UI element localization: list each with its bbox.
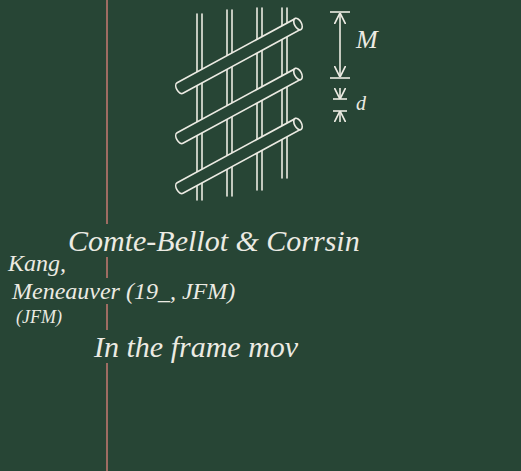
author-note: Comte-Bellot & Corrsin [66,224,362,257]
reference-note: Meneauver (19_, JFM) [10,278,237,304]
rods [176,17,304,194]
reference-note: (JFM) [14,308,64,328]
dimension-d [333,88,347,122]
dimension-m [330,12,350,78]
dimension-label: d [354,92,368,114]
author-note: Kang, [6,250,68,276]
sentence-note: In the frame mov [92,330,300,363]
dimension-label: M [354,26,380,55]
